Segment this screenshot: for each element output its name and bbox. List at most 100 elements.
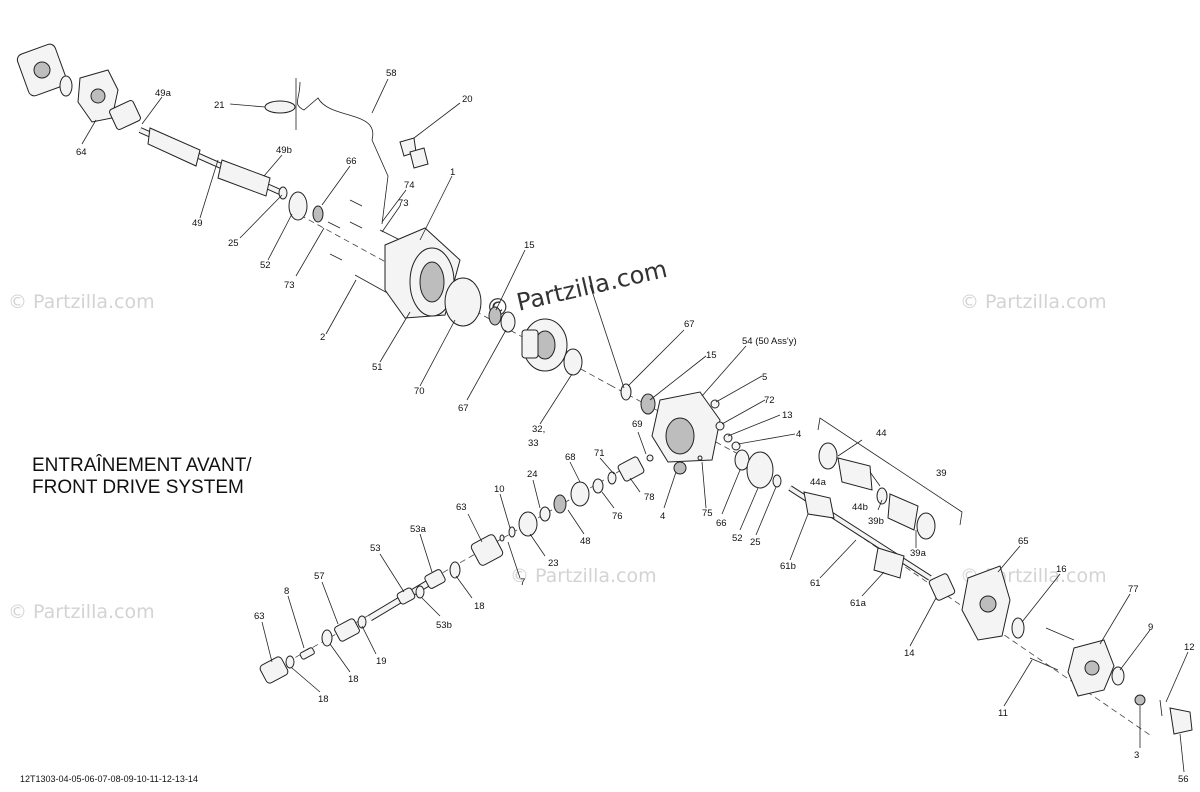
callout-70: 70	[414, 386, 425, 397]
bearing-67a	[500, 311, 516, 333]
watermark-center-bottom: © Partzilla.com	[510, 565, 657, 587]
cap-56	[1169, 707, 1193, 735]
knuckle-left	[77, 69, 119, 123]
front-hub-right-77	[1067, 639, 1115, 697]
coupler-63a	[470, 534, 504, 566]
cv-boot-kit	[818, 442, 936, 540]
callout-61a: 61a	[850, 598, 867, 609]
callout-labels: 58 21 20 49a 64 49b 66 74 1 73 49 25 52 …	[76, 68, 1195, 785]
callout-61: 61	[810, 578, 821, 589]
callout-49a: 49a	[155, 88, 172, 99]
callout-11: 11	[998, 708, 1008, 719]
callout-52b: 52	[732, 533, 743, 544]
callout-18a: 18	[474, 601, 485, 612]
bearing-14	[928, 573, 956, 601]
front-hub-left	[16, 43, 73, 97]
callout-66a: 66	[346, 156, 357, 167]
coupler-63b	[259, 656, 289, 684]
callout-25a: 25	[228, 238, 239, 249]
callout-53b: 53b	[436, 620, 452, 631]
callout-9: 9	[1148, 622, 1153, 633]
callout-74: 74	[404, 180, 415, 191]
seal-52b	[746, 451, 774, 489]
callout-1: 1	[450, 167, 455, 178]
callout-54: 54 (50 Ass'y)	[742, 336, 797, 347]
callout-56: 56	[1178, 774, 1189, 785]
callout-51: 51	[372, 362, 383, 373]
callout-63a: 63	[456, 502, 467, 513]
pin-8	[299, 647, 315, 660]
callout-13: 13	[782, 410, 793, 421]
callout-19: 19	[376, 656, 387, 667]
callout-49: 49	[192, 218, 203, 229]
callout-39b: 39b	[868, 516, 884, 527]
callout-8: 8	[284, 586, 289, 597]
front-housing-51	[384, 227, 461, 319]
bearing-66	[312, 205, 324, 223]
callout-23: 23	[548, 558, 559, 569]
callout-25b: 25	[750, 537, 761, 548]
watermark-right-top: © Partzilla.com	[960, 291, 1107, 313]
callout-4b: 4	[660, 511, 665, 522]
callout-53a: 53a	[410, 524, 427, 535]
callout-48: 48	[580, 536, 591, 547]
ring-18a	[449, 561, 461, 579]
callout-65: 65	[1018, 536, 1029, 547]
callout-39a: 39a	[910, 548, 927, 559]
callout-44a: 44a	[810, 477, 827, 488]
callout-73b: 73	[284, 280, 295, 291]
callout-20: 20	[462, 94, 473, 105]
callout-18b: 18	[348, 674, 359, 685]
bearing-15b	[640, 393, 656, 415]
callout-77: 77	[1128, 584, 1139, 595]
callout-5: 5	[762, 372, 767, 383]
watermark-left-bottom: © Partzilla.com	[8, 601, 155, 623]
diagram-title-fr: ENTRAÎNEMENT AVANT/	[32, 454, 252, 476]
drive-shaft-left	[138, 127, 288, 200]
diagram-title-en: FRONT DRIVE SYSTEM	[32, 477, 244, 498]
callout-44: 44	[876, 428, 887, 439]
bearing-15a	[488, 306, 502, 326]
callout-2: 2	[320, 332, 325, 343]
drive-shaft-right-61	[788, 485, 932, 581]
pinion-assembly	[499, 456, 645, 542]
ring-18b	[321, 629, 333, 647]
callout-72: 72	[764, 395, 775, 406]
shim-32	[563, 348, 583, 376]
callout-75: 75	[702, 508, 713, 519]
callout-33: 33	[528, 438, 539, 449]
callout-14: 14	[904, 648, 915, 659]
callout-52a: 52	[260, 260, 271, 271]
coupler-57	[334, 618, 360, 642]
callout-68: 68	[565, 452, 576, 463]
clip-53b	[415, 585, 425, 599]
callout-4a: 4	[796, 429, 801, 440]
bearing-67b	[620, 383, 632, 401]
callout-73a: 73	[398, 198, 409, 209]
callout-63b: 63	[254, 611, 265, 622]
seal-52	[288, 191, 308, 221]
callout-69: 69	[632, 419, 643, 430]
callout-67a: 67	[458, 403, 469, 414]
callout-15b: 15	[706, 350, 717, 361]
callout-18c: 18	[318, 694, 329, 705]
callout-64: 64	[76, 147, 87, 158]
ring-18c	[285, 655, 295, 669]
o-ring-70	[444, 277, 482, 327]
callout-53: 53	[370, 543, 381, 554]
knuckle-right-65	[961, 565, 1011, 641]
washer-9	[1111, 666, 1125, 686]
callout-7: 7	[520, 577, 525, 588]
callout-15a: 15	[524, 240, 535, 251]
callout-39: 39	[936, 468, 947, 479]
gasket-20b	[409, 147, 429, 169]
clip-25b	[772, 474, 782, 488]
nut-3	[1134, 694, 1146, 706]
callout-66b: 66	[716, 518, 727, 529]
callout-16: 16	[1056, 564, 1067, 575]
callout-12: 12	[1184, 642, 1195, 653]
callout-10: 10	[494, 484, 505, 495]
leader-lines	[81, 78, 1189, 773]
watermark-left-top: © Partzilla.com	[8, 291, 155, 313]
